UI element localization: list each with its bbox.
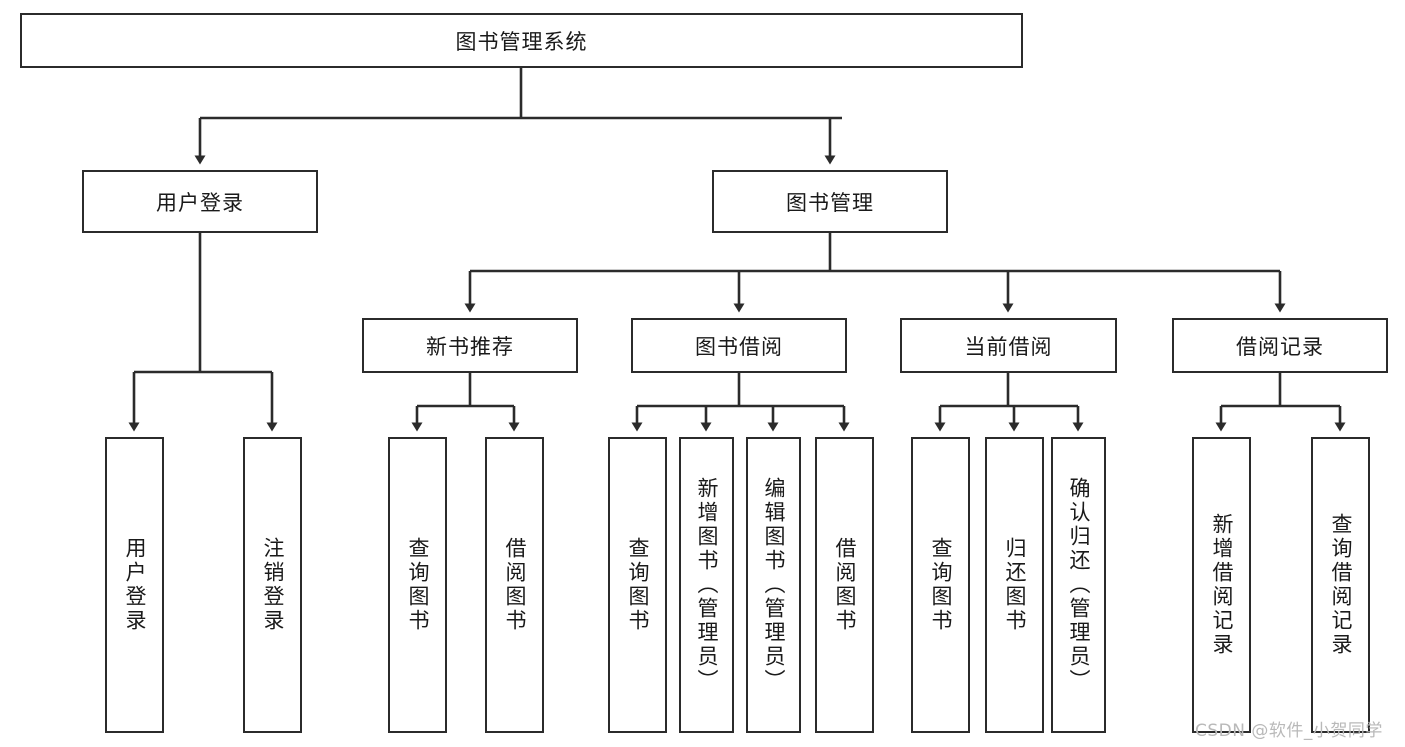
node-book-borrow-label: 图书借阅 (695, 334, 783, 359)
node-current-borrow-label: 当前借阅 (964, 334, 1053, 359)
node-current-borrow[interactable]: 当前借阅 (900, 318, 1117, 373)
leaf-add-book-admin[interactable]: 新增图书（管理员） (679, 437, 734, 733)
leaf-user-login-label: 用户登录 (123, 537, 147, 633)
leaf-query-book-current[interactable]: 查询图书 (911, 437, 970, 733)
node-root-label: 图书管理系统 (455, 29, 588, 54)
leaf-add-book-admin-label: 新增图书（管理员） (695, 477, 719, 693)
leaf-add-borrow-record[interactable]: 新增借阅记录 (1192, 437, 1251, 733)
edges-user-login-to-leaves (128, 233, 278, 432)
leaf-logout-login[interactable]: 注销登录 (243, 437, 302, 733)
edges-book-borrow-to-leaves (631, 373, 850, 432)
leaf-query-book-current-label: 查询图书 (929, 537, 953, 633)
node-root[interactable]: 图书管理系统 (20, 13, 1023, 68)
leaf-query-borrow-record-label: 查询借阅记录 (1329, 513, 1353, 657)
node-book-manage-label: 图书管理 (786, 190, 874, 215)
csdn-watermark: CSDN @软件_小贺同学 (1195, 721, 1383, 741)
leaf-query-book-recommend[interactable]: 查询图书 (388, 437, 447, 733)
edges-current-borrow-to-leaves (934, 373, 1084, 432)
node-user-login-label: 用户登录 (156, 190, 244, 215)
leaf-user-login[interactable]: 用户登录 (105, 437, 164, 733)
edges-borrow-record-to-leaves (1215, 373, 1346, 432)
leaf-borrow-book[interactable]: 借阅图书 (815, 437, 874, 733)
node-new-book-recommend[interactable]: 新书推荐 (362, 318, 578, 373)
edges-new-book-recommend-to-leaves (411, 373, 520, 432)
node-borrow-record-label: 借阅记录 (1236, 334, 1324, 359)
leaf-borrow-book-recommend[interactable]: 借阅图书 (485, 437, 544, 733)
leaf-query-borrow-record[interactable]: 查询借阅记录 (1311, 437, 1370, 733)
edges-root-to-level2 (194, 68, 842, 165)
leaf-query-book-borrow-label: 查询图书 (626, 537, 650, 633)
node-borrow-record[interactable]: 借阅记录 (1172, 318, 1388, 373)
edges-level2-to-level3 (464, 233, 1286, 313)
node-book-borrow[interactable]: 图书借阅 (631, 318, 847, 373)
leaf-return-book[interactable]: 归还图书 (985, 437, 1044, 733)
leaf-query-book-borrow[interactable]: 查询图书 (608, 437, 667, 733)
leaf-borrow-book-label: 借阅图书 (833, 537, 857, 633)
leaf-logout-login-label: 注销登录 (261, 537, 285, 633)
leaf-return-book-label: 归还图书 (1003, 537, 1027, 633)
leaf-edit-book-admin[interactable]: 编辑图书（管理员） (746, 437, 801, 733)
node-new-book-recommend-label: 新书推荐 (426, 334, 514, 359)
leaf-confirm-return-admin[interactable]: 确认归还（管理员） (1051, 437, 1106, 733)
leaf-query-book-recommend-label: 查询图书 (406, 537, 430, 633)
leaf-borrow-book-recommend-label: 借阅图书 (503, 537, 527, 633)
leaf-confirm-return-admin-label: 确认归还（管理员） (1067, 477, 1091, 693)
node-book-manage[interactable]: 图书管理 (712, 170, 948, 233)
leaf-add-borrow-record-label: 新增借阅记录 (1210, 513, 1234, 657)
node-user-login[interactable]: 用户登录 (82, 170, 318, 233)
leaf-edit-book-admin-label: 编辑图书（管理员） (762, 477, 786, 693)
